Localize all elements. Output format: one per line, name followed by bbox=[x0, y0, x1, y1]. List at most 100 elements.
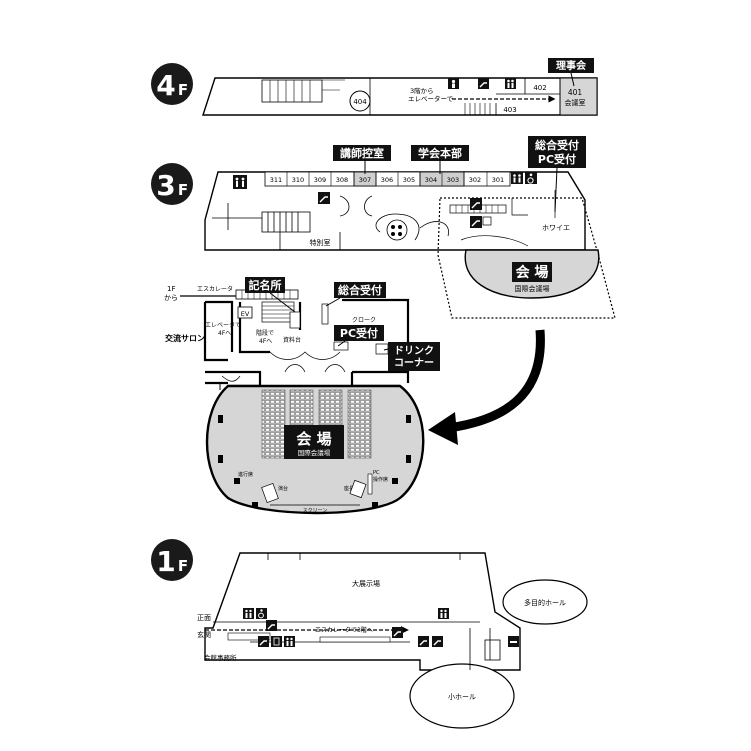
pc-op-line2: 操作席 bbox=[373, 476, 388, 483]
elevator-note-line1: 3階から bbox=[410, 86, 434, 95]
room-404-label: 404 bbox=[353, 98, 367, 106]
toilet-icon bbox=[448, 78, 459, 89]
office-label: 会館事務所 bbox=[204, 653, 237, 662]
escalator-icon bbox=[478, 78, 489, 89]
venue-hall-large: 会 場 国際会議場 進行席 演台 座長 PC 操作席 スクリーン bbox=[205, 384, 425, 515]
escalator-icon bbox=[258, 636, 269, 647]
pc-op-line1: PC bbox=[373, 470, 380, 476]
escalator-icon bbox=[432, 636, 443, 647]
label-registration-text: 記名所 bbox=[249, 278, 282, 292]
elevator-note-line2: エレベーターで bbox=[408, 94, 454, 103]
room-307: 307 bbox=[359, 176, 371, 184]
progress-seat-label: 進行席 bbox=[238, 471, 253, 478]
escalator-icon bbox=[470, 216, 482, 228]
small-hall-label: 小ホール bbox=[448, 692, 476, 701]
label-drink-line1: ドリンク bbox=[394, 345, 434, 357]
room-401-name: 会議室 bbox=[565, 98, 586, 107]
wheelchair-icon bbox=[525, 172, 537, 184]
multipurpose-hall-label: 多目的ホール bbox=[524, 598, 566, 607]
hall-subtitle: 国際会議場 bbox=[298, 448, 331, 457]
ev-note-line1: エレベータで bbox=[205, 321, 241, 329]
label-drink-corner: ドリンク コーナー bbox=[383, 342, 440, 371]
label-general-reception-line2: PC受付 bbox=[538, 152, 576, 166]
label-lecturer-room: 講師控室 bbox=[333, 145, 391, 174]
room-308: 308 bbox=[336, 176, 348, 184]
stairs-4f bbox=[261, 79, 323, 103]
cloak-label: クローク bbox=[352, 317, 376, 324]
materials-label: 資料台 bbox=[283, 336, 301, 344]
escalator-icon bbox=[266, 620, 277, 631]
label-board: 理事会 bbox=[548, 58, 594, 87]
speaker-label: 演台 bbox=[278, 485, 288, 492]
zoom-arrow bbox=[447, 329, 545, 433]
floor-badge-3f: 3 F bbox=[151, 163, 193, 205]
chair-label: 座長 bbox=[344, 485, 354, 492]
label-hq-text: 学会本部 bbox=[418, 146, 462, 160]
elevator-icon bbox=[271, 636, 282, 647]
stairs-note-line1: 階段で bbox=[256, 329, 274, 337]
toilet-icon bbox=[438, 608, 449, 619]
stairs bbox=[261, 301, 295, 323]
entrance-line1: 正面 bbox=[197, 614, 211, 622]
label-lecturer-room-text: 講師控室 bbox=[340, 146, 384, 160]
smoking-icon bbox=[508, 636, 519, 647]
toilet-icon bbox=[284, 636, 295, 647]
toilet-icon bbox=[233, 175, 247, 189]
screen-label: スクリーン bbox=[303, 508, 328, 514]
lectern bbox=[261, 482, 279, 504]
floor-3f: 3 F 311 310 309 308 307 306 305 304 303 bbox=[151, 136, 616, 319]
exhibition-hall-label: 大展示場 bbox=[352, 579, 380, 588]
venue-small-subtitle: 国際会議場 bbox=[515, 284, 550, 293]
room-303: 303 bbox=[447, 176, 459, 184]
label-registration: 記名所 bbox=[245, 277, 296, 313]
room-310: 310 bbox=[292, 176, 304, 184]
floor-1f: 1 F 大展示場 多目的ホール 小ホール 会館事務所 正面 玄関 エスカレータで… bbox=[151, 539, 588, 729]
floor-badge-number: 4 bbox=[156, 69, 175, 102]
escalator-note: エスカレータで3階へ bbox=[315, 626, 373, 634]
escalator-label: エスカレータ bbox=[197, 285, 233, 293]
floor-badge-4f: 4 F bbox=[151, 63, 193, 105]
label-pc-reception-text: PC受付 bbox=[340, 326, 378, 340]
label-general-reception-line1: 総合受付 bbox=[535, 138, 579, 152]
room-306: 306 bbox=[381, 176, 393, 184]
fountain bbox=[386, 219, 408, 241]
small-hall bbox=[409, 663, 515, 729]
floor-badge-1f: 1 F bbox=[151, 539, 193, 581]
chair-table bbox=[349, 479, 367, 499]
floor-3f-detail: 1F から エスカレータ EV エレベータで 4Fへ 階段で bbox=[164, 277, 545, 515]
entrance-line2: 玄関 bbox=[197, 630, 211, 639]
from-1f-line1: 1F bbox=[167, 285, 175, 293]
label-drink-line2: コーナー bbox=[394, 357, 434, 369]
escalator-icon bbox=[418, 636, 429, 647]
room-401 bbox=[559, 77, 598, 116]
room-301: 301 bbox=[492, 176, 504, 184]
floor-badge-number: 1 bbox=[156, 545, 175, 578]
label-general-reception-detail: 総合受付 bbox=[325, 282, 386, 307]
room-401-number: 401 bbox=[568, 88, 583, 97]
stairs-note-line2: 4Fへ bbox=[259, 338, 272, 345]
zoom-highlight bbox=[437, 197, 616, 319]
room-304: 304 bbox=[425, 176, 437, 184]
elevator bbox=[237, 306, 253, 319]
floor-badge-letter: F bbox=[178, 557, 188, 575]
label-board-text: 理事会 bbox=[556, 59, 586, 72]
escalator-icon bbox=[392, 627, 403, 638]
foyer-label: ホワイエ bbox=[542, 224, 570, 232]
room-309: 309 bbox=[314, 176, 326, 184]
ev-note-line2: 4Fへ bbox=[218, 330, 231, 337]
room-strip-3f: 311 310 309 308 307 306 305 304 303 302 … bbox=[264, 171, 511, 187]
from-1f-line2: から bbox=[164, 294, 178, 302]
wheelchair-icon bbox=[256, 608, 267, 619]
hall-title: 会 場 bbox=[296, 430, 331, 448]
floor-badge-letter: F bbox=[178, 181, 188, 199]
label-pc-reception: PC受付 bbox=[334, 325, 384, 347]
foyer-area: ホワイエ bbox=[449, 190, 570, 247]
label-general-reception-3f: 総合受付 PC受付 bbox=[528, 136, 586, 213]
lounge-label: 交流サロン bbox=[165, 333, 205, 343]
room-305: 305 bbox=[403, 176, 415, 184]
room-403-label: 403 bbox=[503, 106, 516, 114]
venue-hall-small: 会 場 国際会議場 bbox=[464, 249, 600, 299]
room-402-label: 402 bbox=[533, 84, 546, 92]
escalator-icon bbox=[318, 192, 330, 204]
